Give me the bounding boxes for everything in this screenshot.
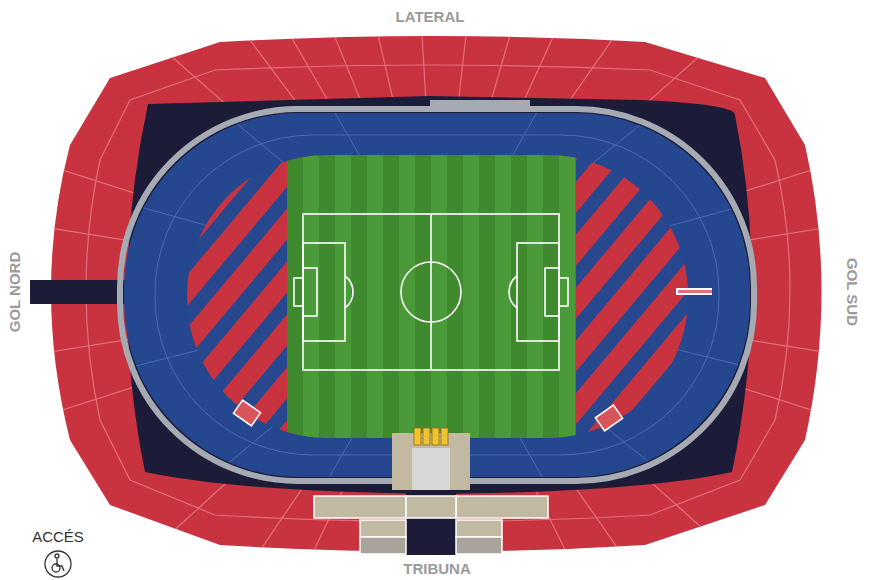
stand-label: LATERAL <box>396 8 465 25</box>
stand-label: GOL NORD <box>6 252 23 333</box>
access-icon <box>45 551 71 577</box>
access-label: ACCÉS <box>32 528 84 545</box>
stand-label: TRIBUNA <box>403 560 471 577</box>
stand-label: GOL SUD <box>844 258 861 326</box>
